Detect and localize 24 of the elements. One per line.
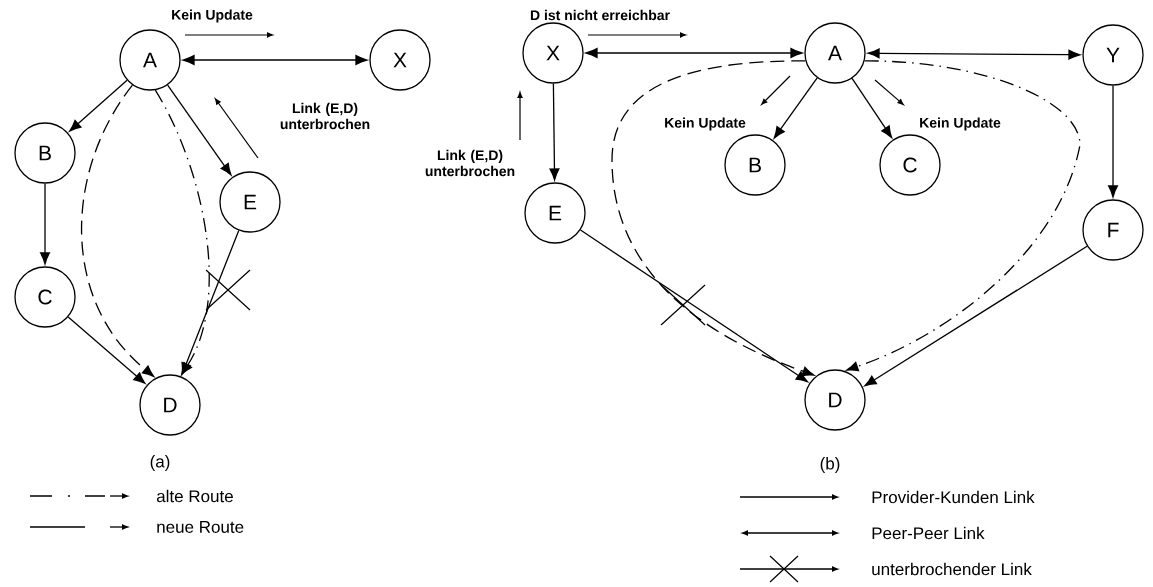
arrow (549, 83, 560, 181)
legend-label: Provider-Kunden Link (872, 490, 1035, 504)
arrow (867, 48, 1081, 60)
route-arrow (611, 60, 815, 377)
arrow (585, 48, 803, 58)
panel-label: (b) (820, 457, 840, 473)
arrow (182, 55, 368, 65)
arrow (69, 79, 128, 132)
arrow (579, 229, 809, 383)
panel-label: (a) (150, 455, 170, 471)
legend-label: alte Route (156, 489, 233, 503)
arrow (864, 245, 1088, 387)
arrow (67, 316, 146, 384)
arrow (773, 77, 818, 139)
legend-label: unterbrochender Link (872, 562, 1032, 576)
route-arrow (154, 89, 210, 375)
route-arrow (846, 60, 1081, 372)
arrow (40, 183, 50, 265)
route-arrow (80, 84, 155, 377)
arrow (167, 84, 232, 176)
arrow (851, 77, 893, 139)
arrow (1108, 85, 1118, 198)
legend-label: neue Route (157, 521, 244, 533)
legend-label: Peer-Peer Link (872, 526, 985, 540)
